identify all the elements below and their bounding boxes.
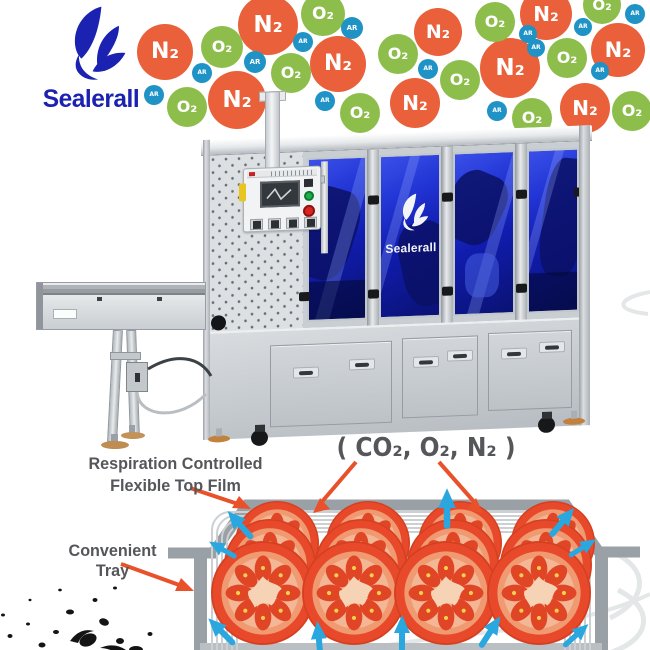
watermark-name: Sealerall (385, 240, 437, 256)
door-clamp (368, 289, 379, 299)
gas-bubble-ar: AR (591, 62, 609, 80)
display-button (304, 178, 313, 188)
lcd-screen (260, 180, 300, 208)
window-mullion (515, 143, 527, 321)
gas-bubble-n2: N₂ (208, 71, 266, 129)
selector-switch (268, 218, 281, 230)
gas-bubble-n2: N₂ (414, 8, 462, 56)
film-label-line1: Respiration Controlled (88, 454, 263, 473)
corner-post-right (579, 125, 590, 426)
machine-watermark: Sealerall (379, 189, 443, 256)
machine-window-4 (527, 147, 579, 314)
control-panel (239, 165, 321, 233)
gas-bubble-n2: N₂ (390, 78, 440, 128)
corner-post-left (203, 139, 210, 441)
door-clamp (516, 189, 527, 199)
panel-tick-labels (271, 169, 315, 177)
machine-cabinet (210, 317, 579, 440)
gas-bubble-n2: N₂ (560, 83, 610, 133)
gas-bubble-o2: O₂ (301, 0, 345, 36)
door-handle (293, 366, 319, 379)
panel-pole (265, 91, 280, 170)
cabinet-door-3 (488, 329, 572, 412)
start-button (304, 190, 314, 202)
cabinet-door-2 (402, 335, 478, 419)
gas-bubble-o2: O₂ (167, 87, 207, 127)
door-handle (413, 355, 439, 368)
gas-bubble-ar: AR (527, 39, 545, 57)
gas-bubble-o2: O₂ (340, 93, 380, 133)
gas-bubble-o2: O₂ (440, 60, 480, 100)
door-handle (539, 341, 565, 354)
gas-bubble-n2: N₂ (238, 0, 298, 55)
gas-bubble-o2: O₂ (201, 26, 243, 68)
machine-window-3 (453, 150, 515, 317)
panel-header-strip (247, 168, 317, 179)
gas-bubble-o2: O₂ (612, 91, 650, 131)
cabinet-door-1 (270, 340, 392, 428)
window-shadow (529, 271, 577, 312)
panel-logo-chip (249, 172, 255, 177)
gas-bubble-o2: O₂ (271, 53, 311, 93)
door-handle (447, 349, 473, 362)
gas-bubble-n2: N₂ (310, 36, 366, 92)
gas-bubble-o2: O₂ (583, 0, 621, 24)
gas-bubble-ar: AR (315, 91, 335, 111)
door-clamp (368, 195, 379, 205)
gas-bubble-ar: AR (625, 4, 645, 24)
brand-leaf-icon (74, 6, 126, 80)
gas-bubble-o2: O₂ (475, 2, 515, 42)
gas-bubble-n2: N₂ (137, 24, 193, 80)
side-switch (239, 183, 246, 202)
selector-switch (304, 216, 317, 229)
brand-name: Sealerall (42, 85, 140, 113)
window-shadow (309, 279, 365, 320)
selector-switch (250, 218, 263, 231)
tray-label: Convenient Tray (68, 541, 157, 580)
gas-bubble-ar: AR (293, 32, 313, 52)
door-handle (349, 358, 375, 371)
brand-logo: Sealerall (6, 2, 176, 114)
gas-bubble-o2: O₂ (378, 34, 418, 74)
gas-bubble-ar: AR (519, 25, 537, 43)
tray-sealing-machine: Sealerall (201, 90, 592, 447)
film-label: Respiration Controlled Flexible Top Film (83, 453, 268, 497)
watermark-leaf-icon (402, 193, 429, 231)
gas-bubble-ar: AR (244, 51, 266, 73)
selector-switch (286, 217, 299, 229)
gas-bubble-ar: AR (192, 63, 212, 83)
window-reflection (465, 252, 499, 298)
gas-bubble-ar: AR (418, 59, 438, 79)
film-label-line2: Flexible Top Film (110, 475, 241, 495)
door-clamp (516, 283, 527, 293)
gas-bubble-ar: AR (341, 17, 363, 39)
door-clamp (442, 192, 453, 202)
gas-bubble-o2: O₂ (547, 38, 587, 78)
gas-bubble-ar: AR (487, 101, 507, 121)
door-handle (501, 347, 527, 360)
gas-bubble-ar: AR (144, 85, 164, 105)
emergency-stop-button (303, 204, 315, 218)
door-clamp (299, 291, 310, 302)
gases-label: ( CO₂, O₂, N₂ ) (336, 433, 516, 463)
door-clamp (442, 286, 453, 296)
window-mullion (367, 149, 379, 326)
gas-bubble-ar: AR (574, 18, 592, 36)
